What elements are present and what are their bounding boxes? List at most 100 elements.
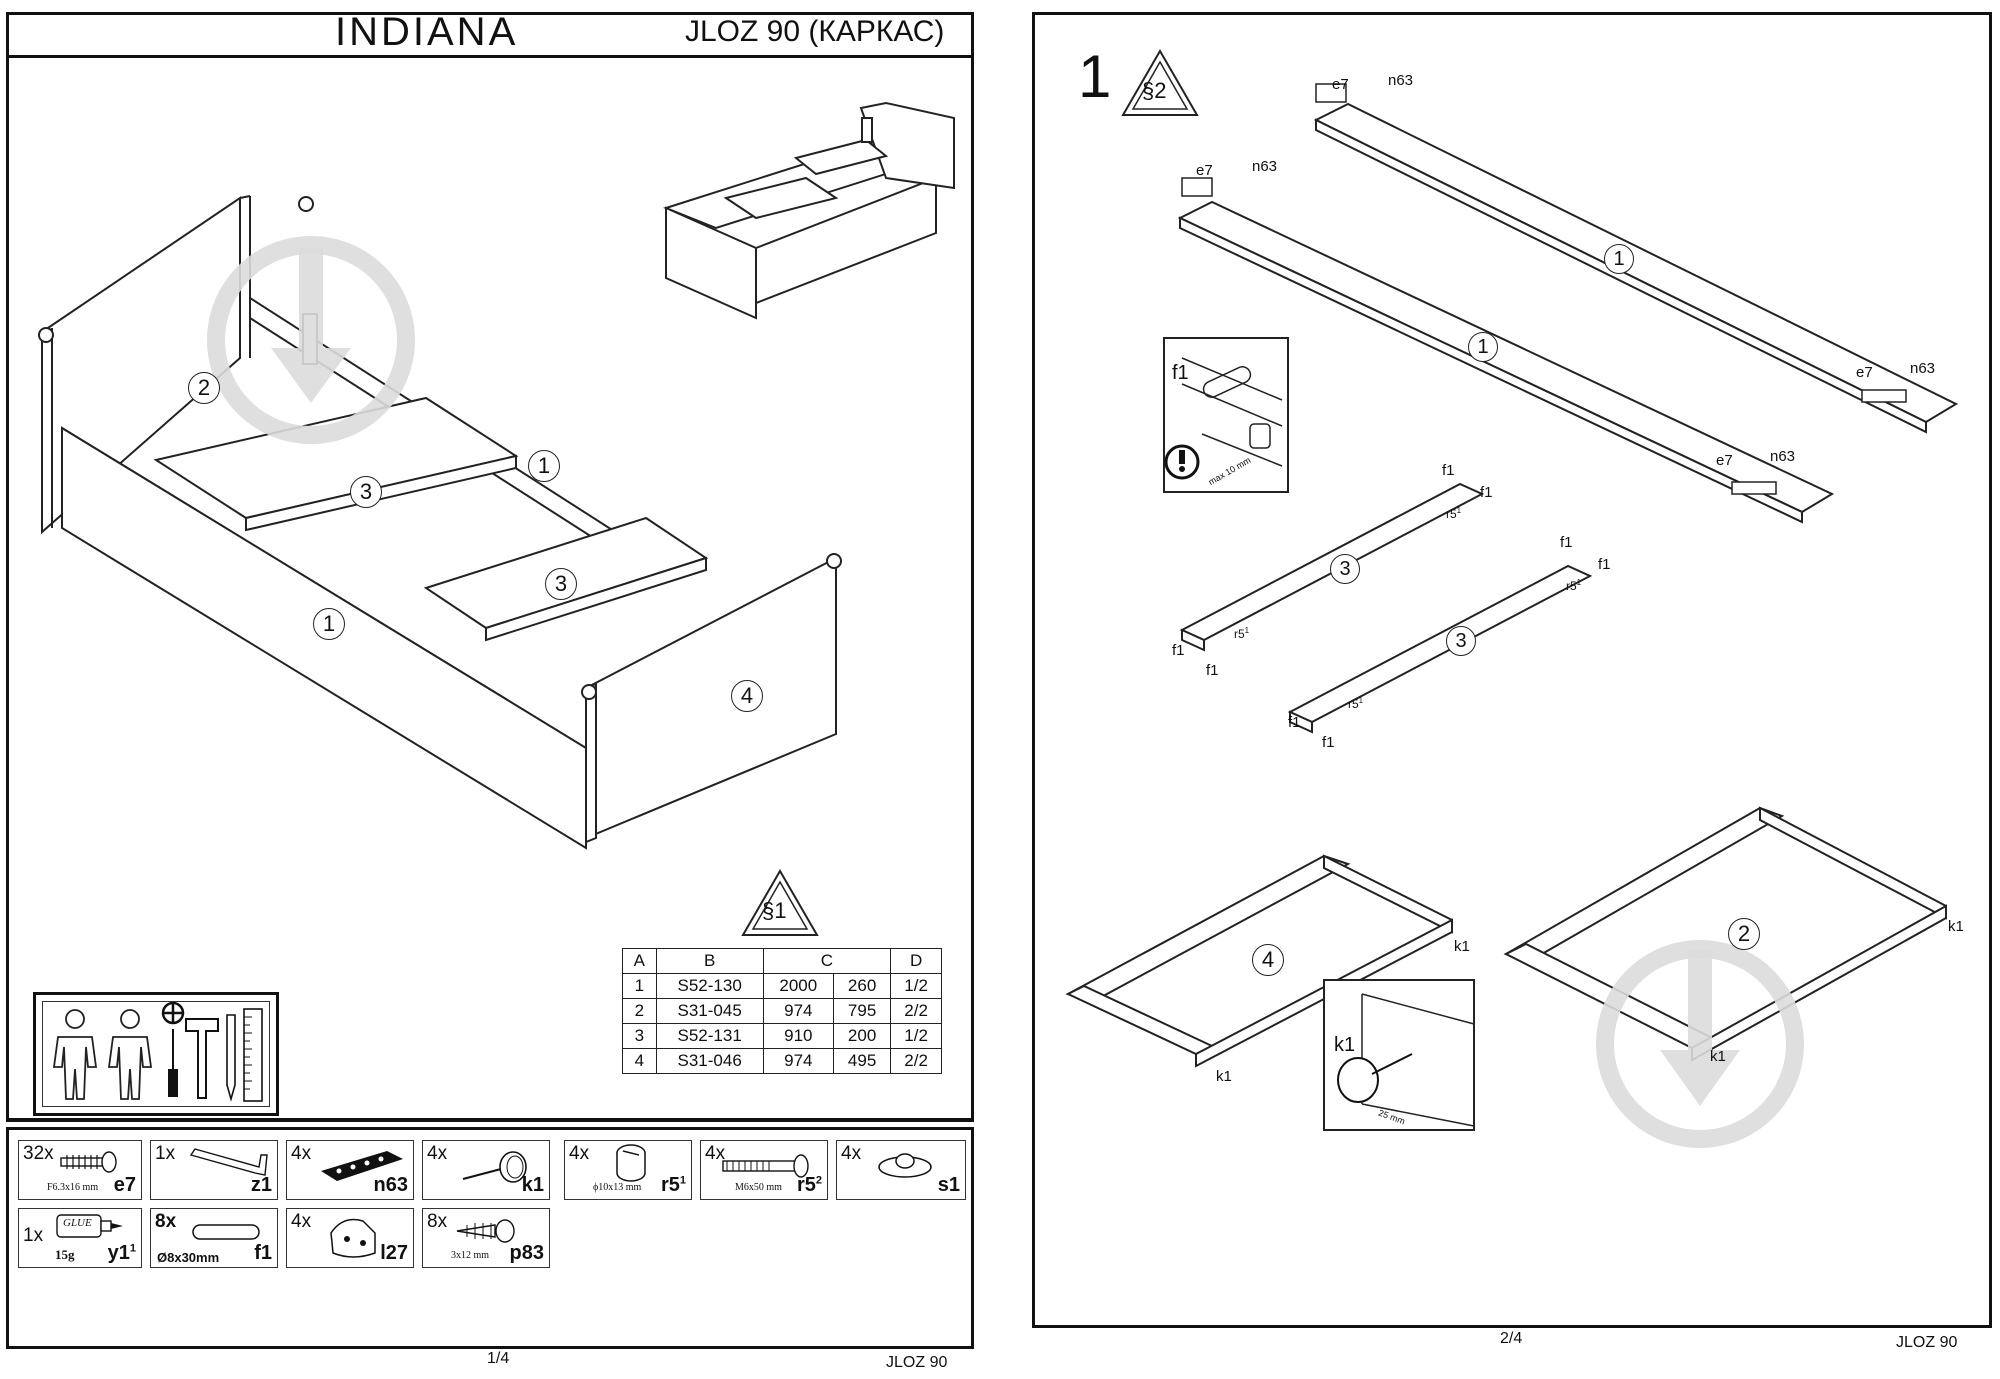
callout-part-3-slat-a: 3 (350, 476, 382, 508)
table-cell: 1 (622, 973, 657, 999)
table-row: 2 S31-045 974 795 2/2 (622, 998, 942, 1024)
table-header-a: A (622, 948, 657, 974)
glue-bottle-icon (56, 1214, 123, 1238)
glue-label: GLUE (63, 1217, 92, 1229)
table-row: 4 S31-046 974 495 2/2 (622, 1048, 942, 1074)
hardware-code: s1 (937, 1174, 960, 1196)
table-cell: S31-046 (655, 1048, 764, 1074)
label-e7-lower: e7 (1196, 162, 1213, 179)
wooden-dowel-icon (192, 1224, 260, 1240)
label-k1-frame4-left: k1 (1216, 1068, 1232, 1085)
ruler-icon (243, 1008, 263, 1102)
table-cell: S31-045 (655, 998, 764, 1024)
hardware-code: y11 (107, 1242, 136, 1264)
hardware-item-e7: 32x F6.3x16 mm e7 (18, 1140, 142, 1200)
section-badge-warning-icon (741, 869, 819, 936)
table-cell: 910 (762, 1023, 834, 1049)
hardware-item-s1: 4x s1 (836, 1140, 966, 1200)
bolt-icon (722, 1154, 809, 1178)
table-cell: S52-130 (655, 973, 764, 999)
bed-frame-drawing (38, 101, 955, 850)
table-cell: 2/2 (890, 1048, 942, 1074)
parts-table: A B C D 1 S52-130 2000 260 1/2 2 S31-045… (622, 948, 942, 1074)
step-number: 1 (1078, 43, 1112, 110)
label-f1-a: f1 (1442, 462, 1455, 479)
label-k1-frame2-right: k1 (1948, 918, 1964, 935)
callout-part-2-headboard: 2 (188, 372, 220, 404)
table-header-d: D (890, 948, 942, 974)
allen-key-icon (189, 1148, 268, 1176)
hardware-spec: Ø8x30mm (157, 1250, 220, 1265)
hardware-code: l27 (380, 1242, 408, 1264)
callout-part-4-frame: 4 (1252, 944, 1284, 976)
corner-block-icon (330, 1218, 376, 1258)
hardware-spec: F6.3x16 mm (47, 1182, 99, 1193)
label-f1-d: f1 (1598, 556, 1611, 573)
hardware-spec: 15g (55, 1247, 75, 1262)
hardware-code: k1 (521, 1174, 544, 1196)
table-cell: 974 (762, 1048, 834, 1074)
table-cell: 1/2 (890, 973, 942, 999)
callout-part-1-back-rail: 1 (528, 450, 560, 482)
hardware-qty: 8x (155, 1211, 177, 1232)
page1-title-divider (6, 55, 974, 58)
callout-part-3-slat-b: 3 (545, 568, 577, 600)
label-k1-inset: k1 (1334, 1034, 1356, 1056)
page2-page-number: 2/4 (1500, 1330, 1523, 1347)
label-n63-lower: n63 (1252, 158, 1278, 175)
callout-part-1-front-rail: 1 (313, 608, 345, 640)
page2-frame (1032, 12, 1992, 1328)
label-n63-lower-end: n63 (1770, 448, 1796, 465)
hardware-code: r51 (660, 1174, 686, 1196)
label-r5-b: r51 (1566, 578, 1582, 593)
hardware-code: p83 (509, 1242, 544, 1264)
hardware-item-r5-1: 4x ϕ10x13 mm r51 (564, 1140, 692, 1200)
hardware-spec: ϕ10x13 mm (593, 1182, 642, 1193)
hammer-icon (185, 1018, 219, 1099)
callout-part-3-upper: 3 (1330, 554, 1360, 584)
callout-part-4-footboard: 4 (731, 680, 763, 712)
hardware-qty: 32x (23, 1143, 54, 1164)
table-cell: 2000 (762, 973, 834, 999)
tools-box-inner (42, 1001, 270, 1107)
label-e7-upper: e7 (1332, 76, 1349, 93)
table-row: 1 S52-130 2000 260 1/2 (622, 973, 942, 999)
table-cell: 2/2 (890, 998, 942, 1024)
callout-part-2-frame: 2 (1728, 918, 1760, 950)
hardware-code: z1 (250, 1174, 272, 1196)
label-n63-upper-end: n63 (1910, 360, 1936, 377)
label-e7-upper-end: e7 (1856, 364, 1873, 381)
page1-hardware-frame (6, 1127, 974, 1349)
label-k1-frame4-right: k1 (1454, 938, 1470, 955)
hardware-qty: 1x (23, 1225, 44, 1246)
label-f1-inset: f1 (1172, 362, 1189, 384)
hardware-qty: 4x (427, 1143, 448, 1164)
label-f1-g: f1 (1288, 714, 1301, 731)
table-cell: 3 (622, 1023, 657, 1049)
table-header-c: C (762, 948, 892, 974)
hardware-qty: 4x (291, 1211, 312, 1232)
hardware-qty: 4x (569, 1143, 590, 1164)
page2-footer-model: JLOZ 90 (1896, 1334, 1958, 1351)
hardware-spec: 3x12 mm (451, 1250, 490, 1261)
table-cell: 795 (832, 998, 892, 1024)
hardware-code: e7 (113, 1174, 136, 1196)
table-cell: 495 (832, 1048, 892, 1074)
label-k1-frame2-left: k1 (1710, 1048, 1726, 1065)
label-f1-f: f1 (1206, 662, 1219, 679)
phillips-screwdriver-icon (161, 1001, 185, 1097)
hardware-item-p83: 8x 3x12 mm p83 (422, 1208, 550, 1268)
page1-hardware-divider (6, 1118, 974, 1121)
table-cell: S52-131 (655, 1023, 764, 1049)
hardware-code: r52 (796, 1174, 822, 1196)
cam-lock-icon (616, 1144, 646, 1182)
two-persons-icon (52, 1009, 153, 1100)
callout-part-3-lower: 3 (1446, 626, 1476, 656)
page1-page-number: 1/4 (487, 1350, 510, 1367)
screw-icon (60, 1151, 117, 1173)
assembly-step-drawing (1065, 83, 1959, 1148)
hardware-code: n63 (373, 1174, 408, 1196)
table-cell: 200 (832, 1023, 892, 1049)
nail-glide-icon (462, 1151, 527, 1183)
hardware-qty: 4x (705, 1143, 726, 1164)
